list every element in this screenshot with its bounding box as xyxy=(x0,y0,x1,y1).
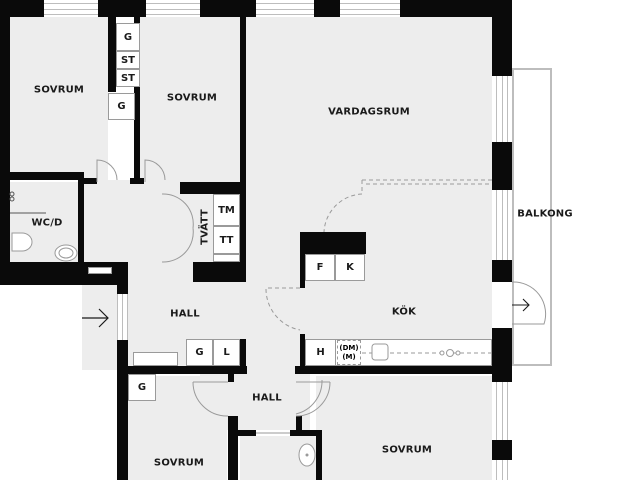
wall xyxy=(108,17,116,92)
wall xyxy=(300,252,305,288)
wall xyxy=(10,172,83,180)
wall xyxy=(314,0,340,17)
window xyxy=(496,190,508,260)
threshold xyxy=(88,267,112,274)
label-wc: WC/D xyxy=(31,217,63,229)
storage-st: ST xyxy=(116,69,140,87)
balcony-arrow-icon xyxy=(512,298,530,312)
wardrobe-g: G xyxy=(108,93,135,120)
wall xyxy=(492,328,512,382)
microwave-label: (M) xyxy=(342,352,356,361)
fridge-k: K xyxy=(335,254,365,281)
dishwasher-label: (DM) xyxy=(339,343,359,352)
door-swing xyxy=(96,159,118,182)
window xyxy=(496,460,508,480)
wall xyxy=(0,0,44,17)
wall xyxy=(295,366,495,374)
washbasin-icon xyxy=(54,244,78,262)
wall xyxy=(180,182,244,194)
wall xyxy=(78,172,84,262)
cabinet-h: H xyxy=(305,339,336,366)
label-sovrum: SOVRUM xyxy=(381,444,433,456)
hall-bench xyxy=(133,352,178,366)
label-sovrum: SOVRUM xyxy=(33,84,85,96)
wall xyxy=(200,0,256,17)
room-kok-lower xyxy=(300,280,492,340)
tumble-dryer-tt: TT xyxy=(213,226,240,254)
room-sovrum-top-left xyxy=(10,17,108,180)
wall xyxy=(400,0,512,17)
wardrobe-g: G xyxy=(186,339,213,366)
wall xyxy=(228,366,234,382)
tvatt-shelf xyxy=(213,254,240,262)
wall xyxy=(296,416,302,432)
wall xyxy=(193,262,243,282)
wall xyxy=(130,178,144,184)
toilet-icon xyxy=(11,232,33,252)
label-hall: HALL xyxy=(170,308,200,320)
wall xyxy=(134,17,140,182)
label-balkong: BALKONG xyxy=(517,208,573,220)
window xyxy=(256,3,314,15)
entrance-door-frame xyxy=(117,294,128,340)
window xyxy=(44,3,98,15)
label-sovrum: SOVRUM xyxy=(166,92,218,104)
storage-st: ST xyxy=(116,51,140,69)
room-sovrum-bottom-right xyxy=(316,376,492,480)
wall xyxy=(98,0,146,17)
window xyxy=(146,3,200,15)
wall xyxy=(290,430,318,436)
wardrobe-g: G xyxy=(128,374,156,401)
label-tvatt: TVÄTT xyxy=(199,209,211,245)
label-hall: HALL xyxy=(252,392,282,404)
wall xyxy=(492,142,512,190)
dishwasher-microwave: (DM) (M) xyxy=(337,340,361,365)
window xyxy=(496,382,508,440)
label-kok: KÖK xyxy=(391,306,417,318)
washing-machine-tm: TM xyxy=(213,194,240,226)
wall xyxy=(238,430,256,436)
wall xyxy=(316,430,322,480)
wall xyxy=(300,334,305,374)
wall xyxy=(83,178,97,184)
room-sovrum-top-mid xyxy=(140,17,240,182)
wall xyxy=(492,260,512,282)
wall xyxy=(240,339,246,369)
wall xyxy=(492,440,512,460)
wall xyxy=(117,340,128,480)
wall xyxy=(240,17,246,282)
label-sovrum: SOVRUM xyxy=(153,457,205,469)
wall xyxy=(127,366,247,374)
label-vardagsrum: VARDAGSRUM xyxy=(328,106,410,118)
window xyxy=(340,3,400,15)
wall xyxy=(300,232,366,254)
wall xyxy=(0,0,10,285)
wall xyxy=(117,262,128,294)
sink-icon xyxy=(371,343,389,361)
wall xyxy=(492,0,512,76)
wall xyxy=(228,416,238,480)
window xyxy=(496,76,508,142)
entrance-arrow-icon xyxy=(82,308,109,328)
wardrobe-g: G xyxy=(116,23,140,51)
freezer-f: F xyxy=(305,254,335,281)
linen-closet-l: L xyxy=(213,339,240,366)
